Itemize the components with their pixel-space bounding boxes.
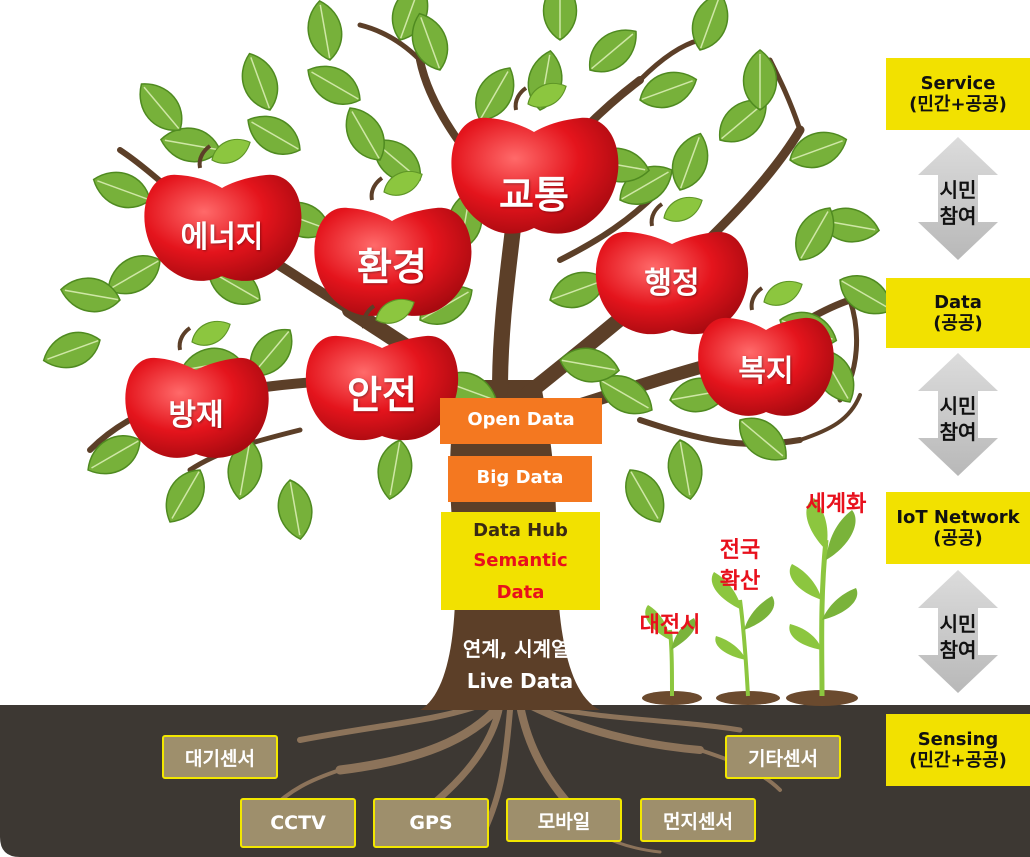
apple-disaster: [125, 314, 269, 458]
sensor-mobile: 모바일: [506, 798, 622, 842]
citizen-label-2-line1: 시민: [939, 394, 977, 418]
citizen-label-2-line2: 참여: [939, 420, 977, 444]
layer-iot-sub: (공공): [933, 528, 983, 549]
apple-safety: [305, 292, 459, 441]
apple-label-welfare: 복지: [738, 354, 794, 389]
layer-service-title: Service: [920, 73, 996, 94]
sprout-medium: [711, 572, 780, 705]
apple-administration: [595, 190, 749, 335]
layer-sensing-title: Sensing: [917, 729, 999, 750]
sprout-small: [642, 605, 702, 705]
apple-label-administration: 행정: [644, 266, 700, 301]
layer-iot-network: IoT Network (공공): [886, 492, 1030, 564]
growth-label-daejeon: 대전시: [639, 613, 701, 638]
data-hub-box-bg: [441, 512, 600, 610]
big-data-label: Big Data: [476, 467, 564, 488]
sensor-cctv: CCTV: [240, 798, 356, 848]
layer-service-sub: (민간+공공): [909, 94, 1007, 115]
apple-label-environment: 환경: [357, 245, 427, 289]
data-hub-line1: Data Hub: [473, 520, 568, 541]
citizen-arrow-3: [918, 570, 998, 693]
citizen-arrow-1: [918, 137, 998, 260]
layer-iot-title: IoT Network: [896, 507, 1020, 528]
open-data-label: Open Data: [467, 409, 575, 430]
apple-environment: [314, 164, 472, 316]
apple-traffic: [451, 76, 619, 234]
big-data-box-bg: [448, 456, 592, 502]
apple-welfare: [698, 274, 834, 416]
open-data-box-bg: [440, 398, 602, 444]
data-hub-line3: Data: [496, 582, 545, 603]
trunk-label-line1: 연계, 시계열,: [462, 637, 578, 661]
citizen-label-1-line2: 참여: [939, 204, 977, 228]
citizen-label-1-line1: 시민: [939, 178, 977, 202]
sensor-dust: 먼지센서: [640, 798, 756, 842]
citizen-arrow-2: [918, 353, 998, 476]
data-hub-line2: Semantic: [473, 550, 568, 571]
layer-data-sub: (공공): [933, 313, 983, 334]
citizen-label-3-line1: 시민: [939, 612, 977, 636]
sensor-gps: GPS: [373, 798, 489, 848]
sensor-air: 대기센서: [162, 735, 278, 779]
layer-data-title: Data: [934, 292, 982, 313]
apple-label-disaster: 방재: [168, 398, 224, 433]
layer-data: Data (공공): [886, 278, 1030, 348]
sensor-other: 기타센서: [725, 735, 841, 779]
growth-label-global: 세계화: [805, 492, 867, 517]
growth-label-national-line1: 전국: [719, 538, 761, 563]
sprout-large: [786, 498, 858, 706]
growth-label-national-line2: 확산: [719, 569, 761, 594]
apple-label-energy: 에너지: [180, 220, 264, 255]
apple-energy: [144, 132, 302, 281]
citizen-label-3-line2: 참여: [939, 638, 977, 662]
layer-sensing-sub: (민간+공공): [909, 750, 1007, 771]
trunk-label-line2: Live Data: [466, 669, 574, 693]
layer-sensing: Sensing (민간+공공): [886, 714, 1030, 786]
apple-label-traffic: 교통: [499, 173, 569, 217]
apple-label-safety: 안전: [347, 373, 417, 417]
layer-service: Service (민간+공공): [886, 58, 1030, 130]
